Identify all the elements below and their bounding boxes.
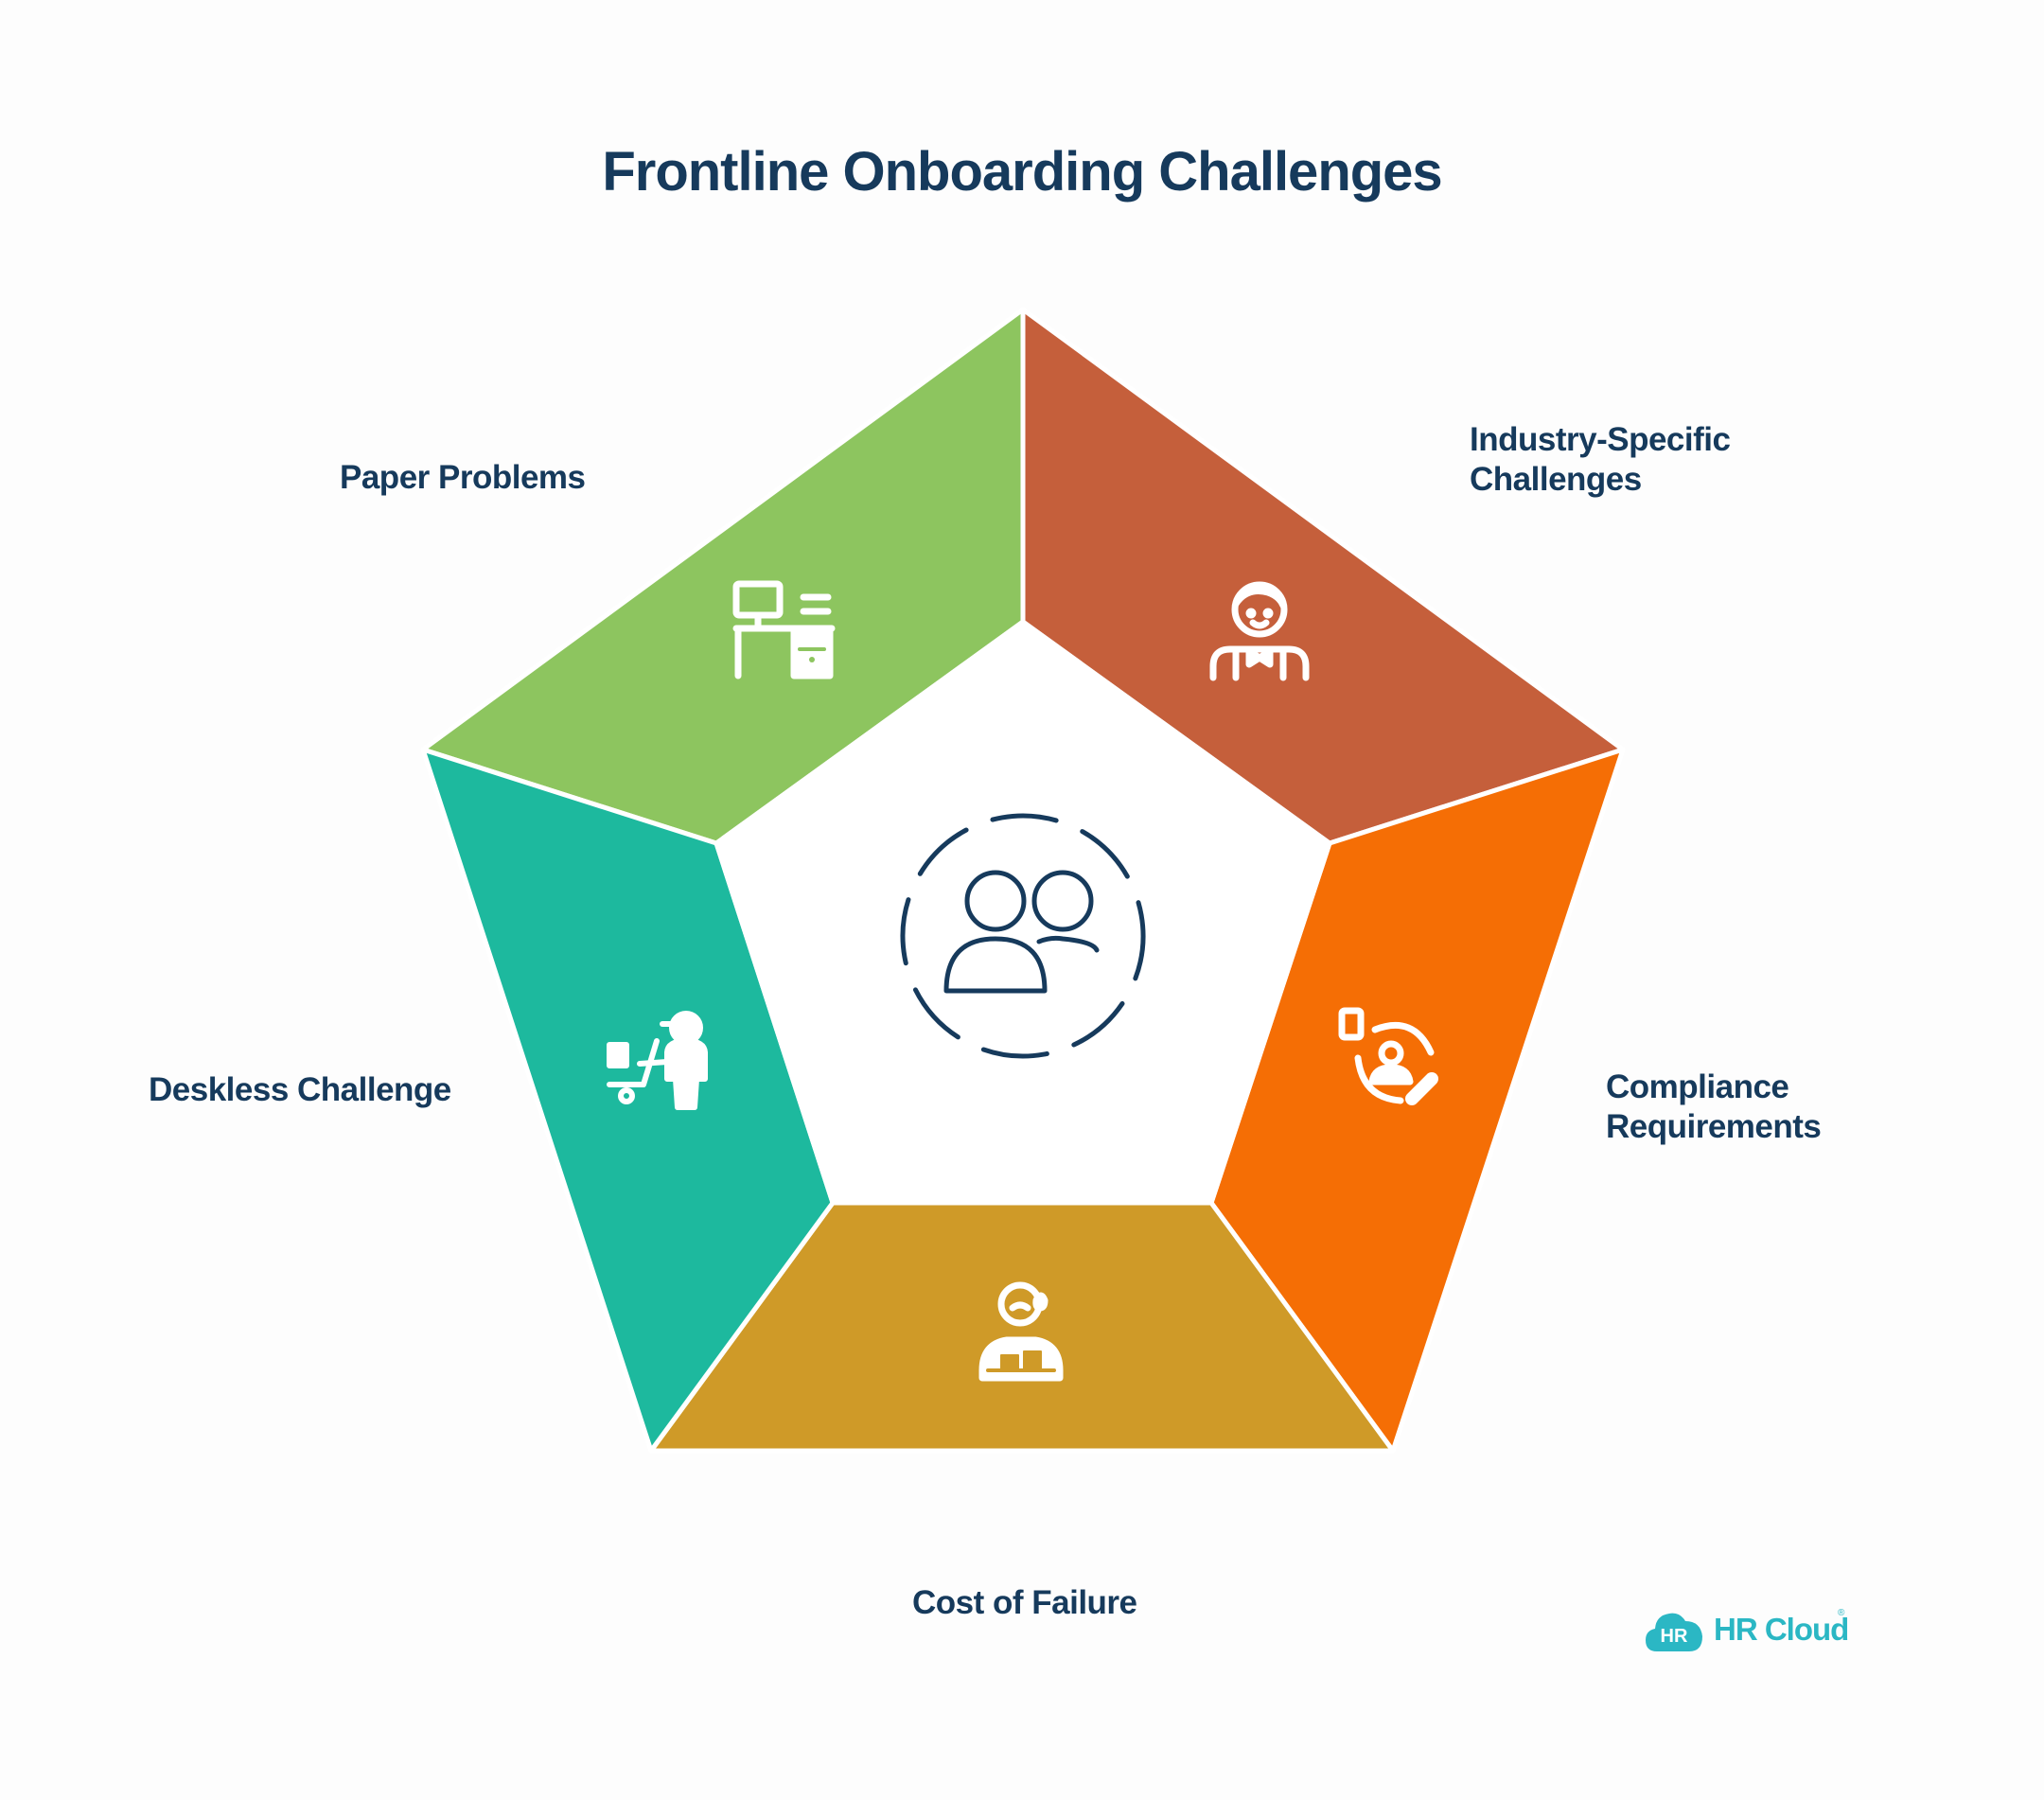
cloud-icon: HR [1646,1613,1702,1651]
label-paper-problems: Paper Problems [340,459,586,496]
logo-badge: HR [1661,1626,1688,1647]
office-desk-icon [732,580,836,679]
team-users-icon [900,813,1146,1059]
label-cost-of-failure: Cost of Failure [912,1584,1137,1621]
worker-sweat-icon [978,1281,1064,1382]
label-compliance: Compliance Requirements [1606,1068,1822,1145]
logo-registered-mark: ® [1838,1608,1845,1618]
label-deskless: Deskless Challenge [149,1071,451,1108]
diagram-title: Frontline Onboarding Challenges [602,141,1442,203]
hr-cloud-logo: HR HR Cloud ® [1644,1602,1849,1659]
waiter-icon [1209,581,1310,681]
logo-text: HR Cloud [1714,1612,1849,1647]
document-person-edit-icon [1338,1007,1438,1105]
delivery-worker-icon [607,1011,708,1110]
label-industry-specific: Industry-Specific Challenges [1470,421,1731,498]
